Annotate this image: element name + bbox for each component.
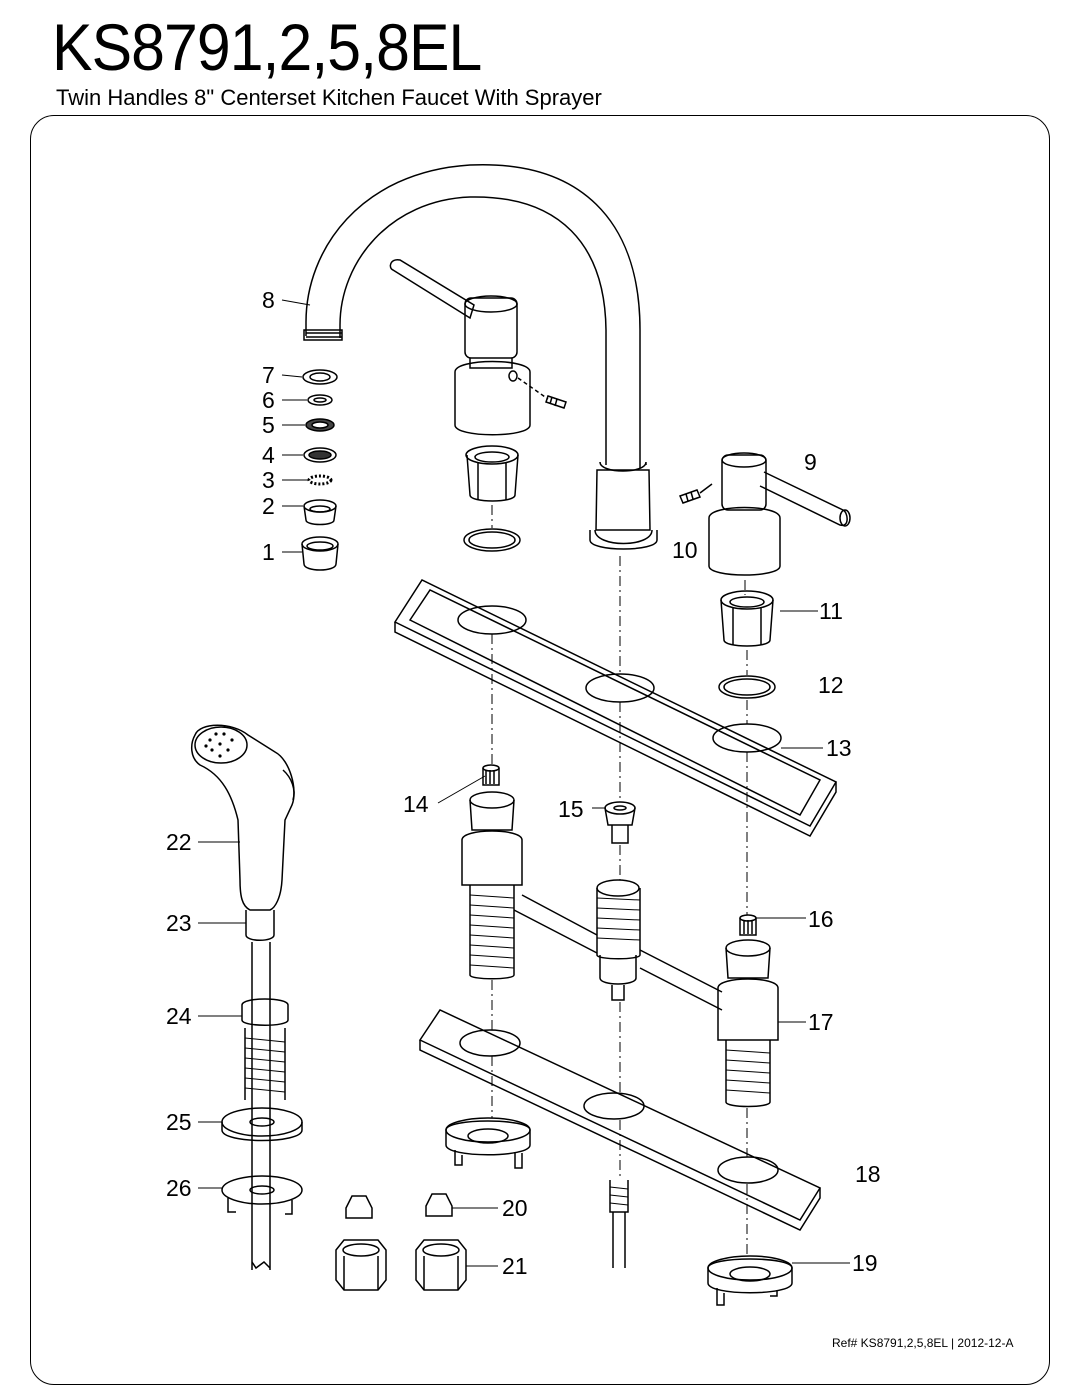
assembly-center-lines: [491, 505, 748, 1256]
callout-20: 20: [502, 1195, 528, 1221]
sprayer-assembly: [190, 724, 303, 1270]
leader-lines: [198, 299, 850, 1267]
callout-5: 5: [262, 412, 275, 438]
callout-3: 3: [262, 467, 275, 493]
callout-9: 9: [804, 449, 817, 475]
callout-11: 11: [819, 598, 843, 624]
callout-15: 15: [558, 796, 584, 822]
compression-fittings: [335, 1193, 467, 1291]
diagram-subtitle: Twin Handles 8" Centerset Kitchen Faucet…: [56, 85, 602, 110]
callout-22: 22: [166, 829, 192, 855]
mounting-nut-left: [445, 1117, 531, 1169]
mounting-nut-right: [707, 1255, 793, 1306]
callout-23: 23: [166, 910, 192, 936]
valve-body: [461, 764, 779, 1108]
spout-part: [303, 164, 658, 550]
top-deck-plate: [393, 579, 838, 837]
callout-10: 10: [672, 537, 698, 563]
callout-16: 16: [808, 906, 834, 932]
callout-26: 26: [166, 1175, 192, 1201]
reference-number: Ref# KS8791,2,5,8EL | 2012-12-A: [832, 1336, 1014, 1350]
sprayer-hose-connector: [609, 1180, 629, 1268]
callout-8: 8: [262, 287, 275, 313]
callout-numbers: 8 7 6 5 4 3 2 1 9 10 11 12 13 14 15 16 1…: [166, 287, 881, 1279]
diagram-title: KS8791,2,5,8EL: [52, 10, 482, 84]
right-handle-part: [678, 452, 851, 576]
callout-12: 12: [818, 672, 844, 698]
left-handle-part: [389, 259, 567, 436]
callout-6: 6: [262, 387, 275, 413]
aerator-stack: [301, 369, 339, 571]
callout-1: 1: [262, 539, 275, 565]
callout-2: 2: [262, 493, 275, 519]
callout-14: 14: [403, 791, 429, 817]
callout-21: 21: [502, 1253, 528, 1279]
callout-13: 13: [826, 735, 852, 761]
right-bonnet-nut: [718, 590, 776, 699]
callout-18: 18: [855, 1161, 881, 1187]
callout-25: 25: [166, 1109, 192, 1135]
callout-24: 24: [166, 1003, 192, 1029]
callout-4: 4: [262, 442, 275, 468]
callout-19: 19: [852, 1250, 878, 1276]
callout-17: 17: [808, 1009, 834, 1035]
diagram-frame: [30, 115, 1050, 1385]
bottom-gasket-plate: [418, 1009, 822, 1231]
left-bonnet-nut: [463, 445, 521, 552]
callout-7: 7: [262, 362, 275, 388]
